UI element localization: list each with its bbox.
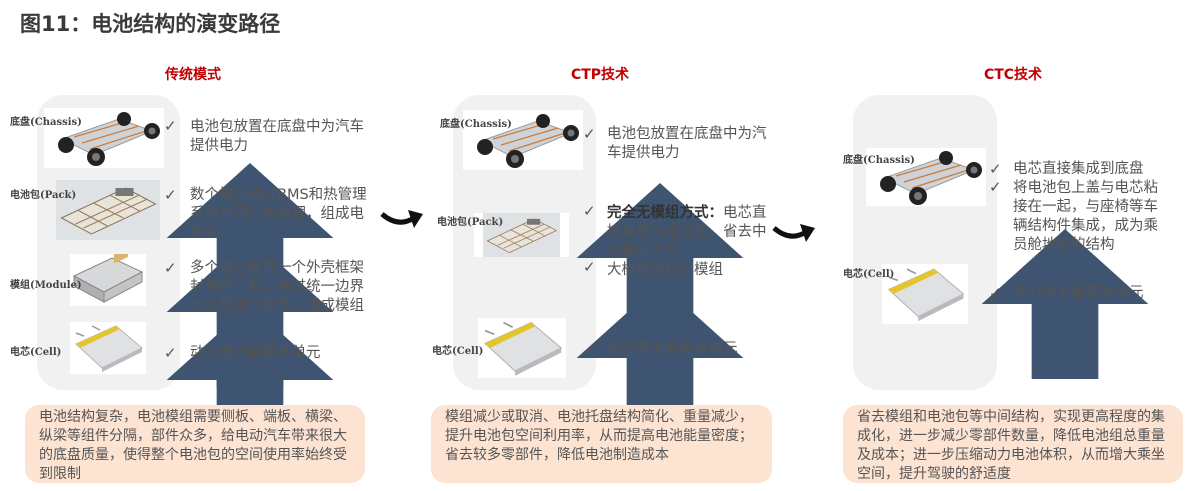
module-image <box>70 254 146 306</box>
check-icon: ✓ <box>583 125 596 143</box>
up-arrow-icon <box>100 237 120 255</box>
chassis-image <box>866 148 986 206</box>
cell-image <box>478 318 566 378</box>
point-text: 数个模组通过BMS和热管理系统共同控制管理，组成电池包 <box>190 187 367 241</box>
label-pack: 电池包(Pack) <box>10 190 77 201</box>
summary-note: 省去模组和电池包等中间结构，实现更高程度的集成化，进一步减少零部件数量，降低电池… <box>843 405 1183 483</box>
label-cell: 电芯(Cell) <box>432 346 484 357</box>
up-arrow-icon <box>100 163 120 181</box>
label-chassis: 底盘(Chassis) <box>440 119 512 130</box>
check-icon: ✓ <box>989 284 1002 302</box>
point-text: 电池包放置在底盘中为汽车提供电力 <box>607 126 767 161</box>
point-text: 大模组替代小模组 <box>607 262 723 278</box>
check-icon: ✓ <box>164 259 177 277</box>
cell-image <box>882 264 968 324</box>
chassis-image <box>463 110 583 170</box>
up-arrow-icon <box>915 229 935 247</box>
check-icon: ✓ <box>989 178 1002 196</box>
pack-image <box>474 213 569 257</box>
point-text: 将电池包上盖与电芯粘接在一起，与座椅等车辆结构件集成，成为乘员舱地板的结构 <box>1013 180 1158 253</box>
transition-arrow-icon <box>772 222 816 246</box>
check-icon: ✓ <box>164 186 177 204</box>
check-icon: ✓ <box>164 117 177 135</box>
check-icon: ✓ <box>583 258 596 276</box>
check-icon: ✓ <box>583 202 596 220</box>
pack-image <box>55 180 161 240</box>
summary-note: 模组减少或取消、电池托盘结构简化、重量减少，提升电池包空间利用率，从而提高电池能… <box>431 405 772 483</box>
point-text: 电池包放置在底盘中为汽车提供电力 <box>190 119 364 154</box>
panel-heading-traditional: 传统模式 <box>165 67 221 83</box>
point-text: 动力电池最基本单元 <box>607 341 738 357</box>
up-arrow-icon <box>510 183 530 201</box>
transition-arrow-icon <box>380 208 424 232</box>
check-icon: ✓ <box>583 341 596 359</box>
diagram-background <box>853 95 997 390</box>
label-cell: 电芯(Cell) <box>843 269 895 280</box>
point-text: 动力电池最基本单元 <box>190 345 321 361</box>
check-icon: ✓ <box>164 344 177 362</box>
up-arrow-icon <box>510 283 530 301</box>
cell-image <box>70 322 146 374</box>
point-text-rest: 电芯直接集成为电池包，省去中间模组环节 <box>607 205 767 259</box>
point-text: 电芯直接集成到底盘 <box>1013 161 1144 177</box>
up-arrow-icon <box>100 305 120 323</box>
point-bold-lead: 完全无模组方式： <box>607 205 723 221</box>
label-chassis: 底盘(Chassis) <box>10 117 82 128</box>
label-cell: 电芯(Cell) <box>10 347 62 358</box>
point-text: 完全无模组方式：电芯直接集成为电池包，省去中间模组环节 <box>607 204 767 261</box>
label-module: 模组(Module) <box>10 280 82 291</box>
panel-heading-ctp: CTP技术 <box>570 67 630 83</box>
chassis-image <box>44 108 164 168</box>
point-text: 多个电芯被同一个外壳框架封装在一起，通过统一边界与外部进行联系，组成模组 <box>190 260 364 314</box>
panel-heading-ctc: CTC技术 <box>983 67 1043 83</box>
check-icon: ✓ <box>989 160 1002 178</box>
label-pack: 电池包(Pack) <box>437 217 504 228</box>
point-text: 动力电池最基本单元 <box>1013 285 1144 301</box>
label-chassis: 底盘(Chassis) <box>843 155 915 166</box>
summary-note: 电池结构复杂，电池模组需要侧板、端板、横梁、纵梁等组件分隔，部件众多，给电动汽车… <box>25 405 365 483</box>
figure-title: 图11：电池结构的演变路径 <box>20 12 281 36</box>
